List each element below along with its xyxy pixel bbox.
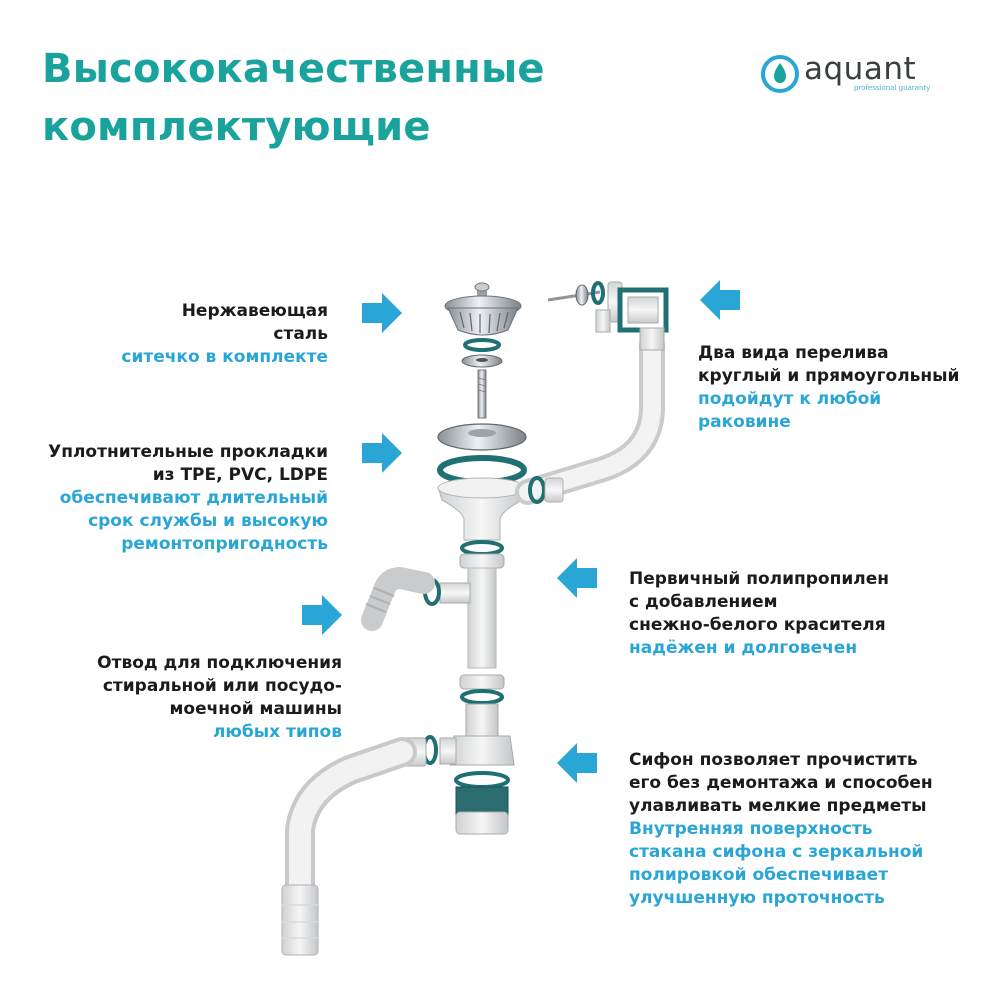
callout-siphon-highlight-3: полировкой обеспечивает — [629, 865, 889, 885]
brand-logo: aquant professional guaranty — [760, 50, 960, 100]
callout-material: Первичный полипропилен с добавлением сне… — [629, 568, 889, 660]
arrow-left-icon-siphon — [557, 743, 597, 783]
callout-gaskets-highlight-1: обеспечивают длительный — [59, 488, 328, 508]
drop-logo-icon — [761, 55, 799, 93]
outlet-cup — [437, 477, 527, 541]
callout-strainer-line-2: сталь — [273, 324, 328, 344]
callout-siphon-line-1: Сифон позволяет прочистить — [629, 750, 918, 770]
union-nut-lower — [459, 674, 505, 705]
callout-strainer-line-1: Нержавеющая — [181, 301, 328, 321]
logo-word: aquant — [804, 51, 917, 87]
arrow-left-icon-material — [557, 558, 597, 598]
arrow-right-icon-gaskets — [362, 433, 402, 473]
title-line-2: комплектующие — [42, 104, 431, 150]
siphon-body — [449, 703, 515, 835]
callout-material-line-2: с добавлением — [629, 592, 778, 612]
callout-strainer: Нержавеющая сталь ситечко в комплекте — [121, 300, 328, 369]
callout-siphon: Сифон позволяет прочистить его без демон… — [629, 749, 933, 910]
steel-flange — [437, 423, 527, 451]
arrow-right-icon-outlet — [302, 595, 342, 635]
strainer-basket — [444, 282, 522, 336]
callout-overflow-line-1: Два вида перелива — [698, 343, 889, 363]
arrow-right-icon-strainer — [362, 293, 402, 333]
appliance-outlet — [361, 566, 471, 631]
arrow-left-icon-overflow — [700, 280, 740, 320]
drain-hose — [281, 735, 457, 956]
callout-gaskets-line-1: Уплотнительные прокладки — [48, 442, 328, 462]
callout-outlet-line-1: Отвод для подключения — [97, 653, 342, 673]
callout-overflow-highlight-1: подойдут к любой — [698, 389, 882, 409]
callout-gaskets-line-2: из TPE, PVC, LDPE — [152, 465, 328, 485]
callout-siphon-highlight-4: улучшенную проточность — [629, 888, 885, 908]
callout-outlet-line-3: моечной машины — [169, 699, 342, 719]
callout-siphon-highlight-2: стакана сифона с зеркальной — [629, 842, 924, 862]
callout-siphon-line-2: его без демонтажа и способен — [629, 773, 933, 793]
page-title: Высококачественные комплектующие — [42, 40, 545, 156]
callout-siphon-highlight-1: Внутренняя поверхность — [629, 819, 873, 839]
callout-outlet: Отвод для подключения стиральной или пос… — [97, 652, 342, 744]
callout-overflow: Два вида перелива круглый и прямоугольны… — [698, 342, 959, 434]
callout-overflow-highlight-2: раковине — [698, 412, 791, 432]
small-gasket — [461, 338, 503, 368]
logo-tagline: professional guaranty — [854, 84, 931, 92]
callout-siphon-line-3: улавливать мелкие предметы — [629, 796, 927, 816]
overflow-fittings — [547, 281, 669, 351]
callout-gaskets-highlight-2: срок службы и высокую — [88, 511, 328, 531]
callout-outlet-line-2: стиральной или посудо- — [102, 676, 342, 696]
callout-material-line-3: снежно-белого красителя — [629, 615, 886, 635]
callout-overflow-line-2: круглый и прямоугольный — [698, 366, 960, 386]
callout-material-highlight-1: надёжен и долговечен — [629, 638, 858, 658]
union-nut-upper — [459, 540, 505, 569]
title-line-1: Высококачественные — [42, 46, 545, 92]
callout-strainer-highlight-1: ситечко в комплекте — [121, 347, 328, 367]
callout-outlet-highlight-1: любых типов — [212, 722, 342, 742]
vertical-pipe — [467, 567, 497, 669]
overflow-hose — [515, 332, 665, 505]
callout-gaskets: Уплотнительные прокладки из TPE, PVC, LD… — [48, 441, 328, 556]
callout-gaskets-highlight-3: ремонтопригодность — [121, 534, 328, 554]
connecting-screw — [477, 369, 487, 419]
callout-material-line-1: Первичный полипропилен — [629, 569, 889, 589]
